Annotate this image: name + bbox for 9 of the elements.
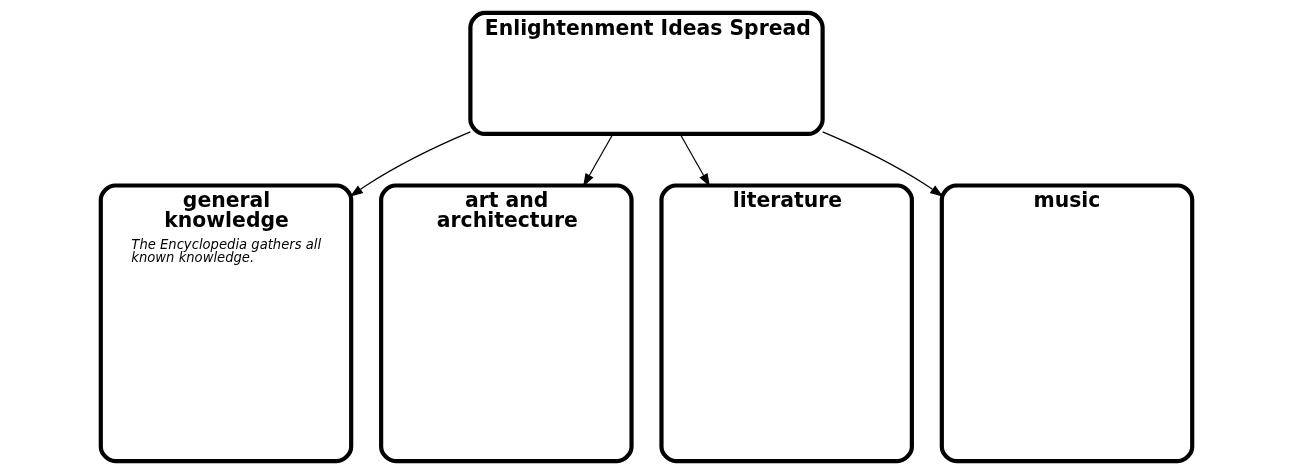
arrow	[822, 131, 944, 197]
arrow	[679, 133, 710, 187]
node-box: art and architecture	[379, 183, 634, 464]
arrow	[583, 133, 614, 187]
node-box: general knowledge The Encyclopedia gathers all known knowledge.	[98, 183, 354, 464]
node-box: Enlightenment Ideas Spread	[468, 10, 825, 137]
arrow	[349, 131, 471, 197]
node-box: music	[939, 183, 1195, 464]
node-box: literature	[659, 183, 914, 464]
